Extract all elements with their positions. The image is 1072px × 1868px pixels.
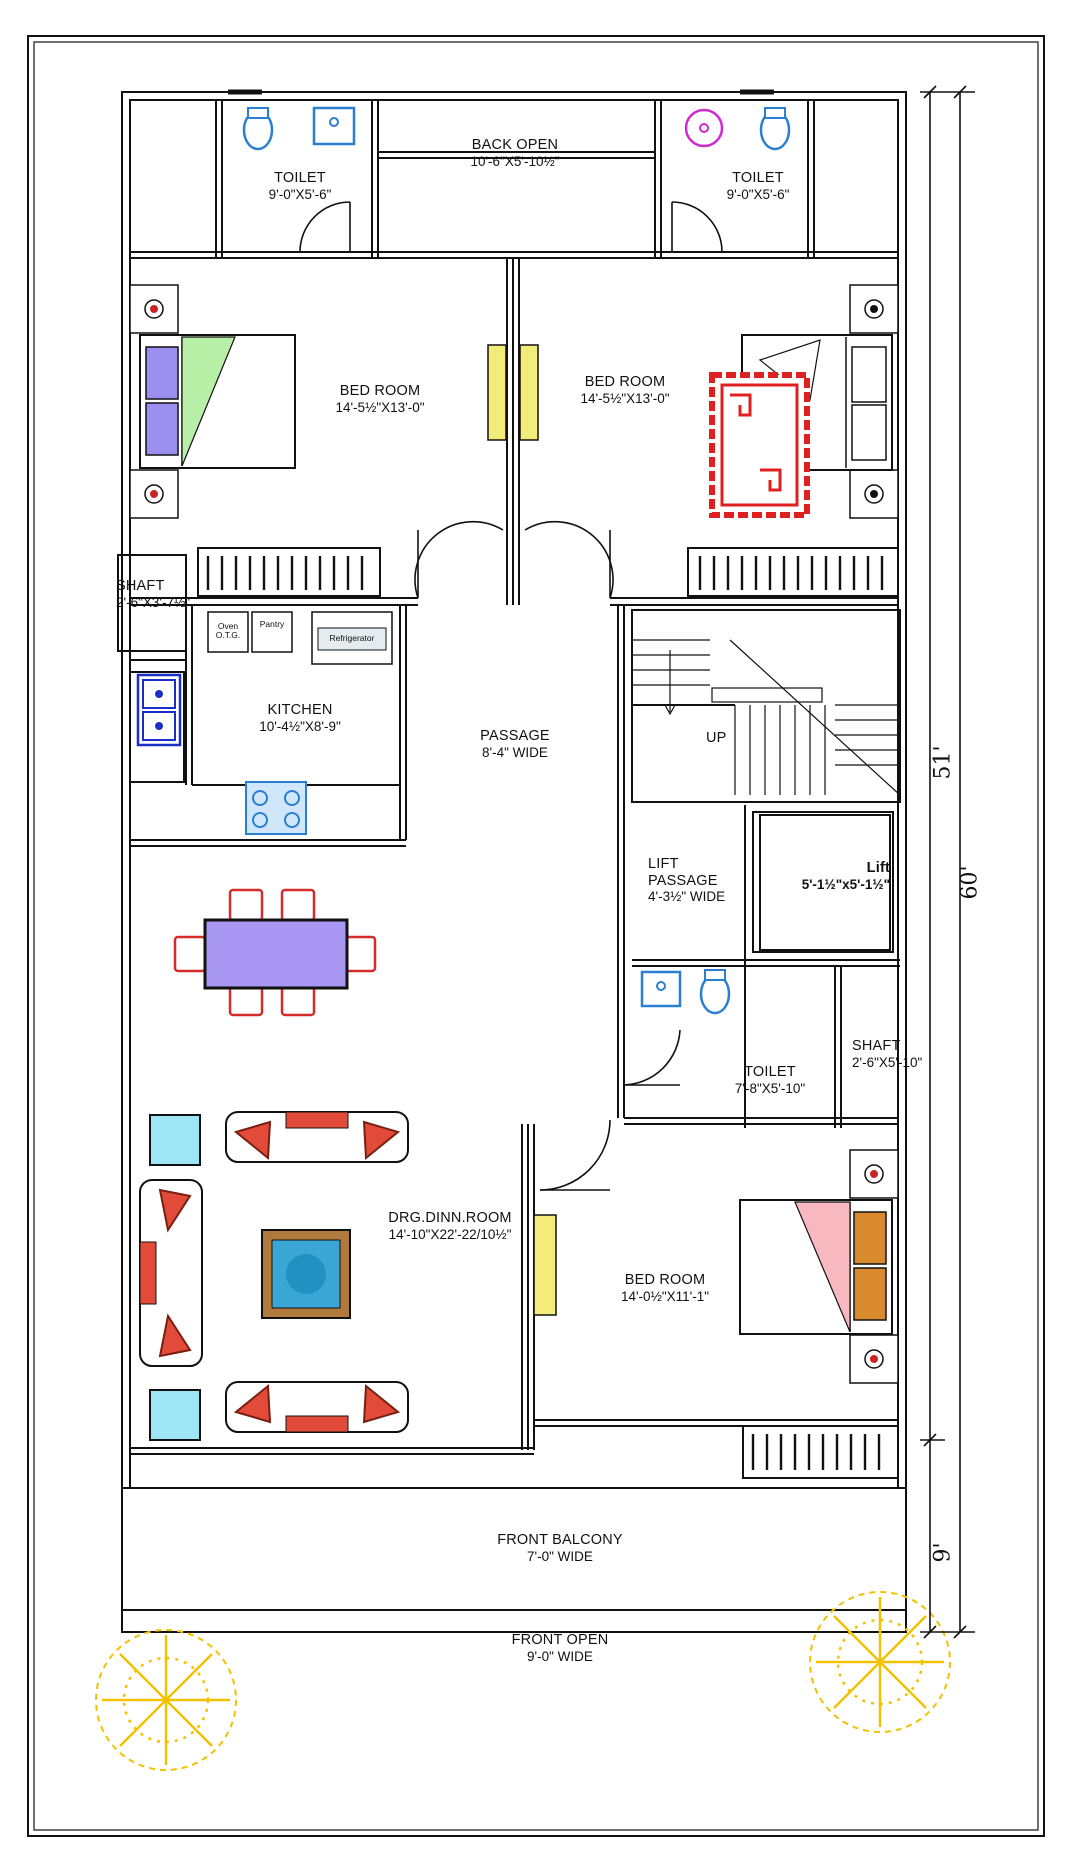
front-balcony-label: FRONT BALCONY 7'-0" WIDE	[480, 1532, 640, 1564]
pantry-label: Pantry	[259, 619, 285, 629]
front-open-label: FRONT OPEN 9'-0" WIDE	[480, 1632, 640, 1664]
room-dims: 2'-6"X3'-7½"	[116, 594, 191, 610]
bed-front	[739, 1149, 899, 1384]
dim-9: 9'	[930, 1542, 956, 1563]
room-dims: 14'-10"X22'-22/10½"	[388, 1226, 512, 1242]
room-title: BED ROOM	[339, 383, 421, 399]
stair-up-text: UP	[706, 730, 727, 746]
dim-60: 60'	[957, 865, 983, 900]
room-dims: 10'-4½"X8'-9"	[259, 718, 341, 734]
staircase	[632, 639, 901, 796]
room-title: KITCHEN	[267, 702, 333, 718]
room-title: PASSAGE	[480, 728, 550, 744]
room-dims: 14'-5½"X13'-0"	[335, 399, 425, 415]
room-dims: 9'-0" WIDE	[527, 1648, 593, 1664]
room-dims: 9'-0"X5'-6"	[268, 186, 332, 202]
refrigerator-label: Refrigerator	[329, 633, 375, 643]
shaft-right-label: SHAFT 2'-6"X5'-10"	[852, 1038, 922, 1070]
room-title: BED ROOM	[584, 374, 666, 390]
room-dims: 7'-8"X5'-10"	[734, 1080, 806, 1096]
bedroom-left-label: BED ROOM 14'-5½"X13'-0"	[305, 383, 455, 415]
room-dims: 2'-6"X5'-10"	[852, 1054, 923, 1070]
kitchen-label: KITCHEN 10'-4½"X8'-9"	[225, 702, 375, 734]
outer-frame	[27, 35, 1045, 1837]
dim-51: 51'	[930, 745, 956, 780]
room-dims: 5'-1½"x5'-1½"	[801, 876, 890, 892]
dining-set	[173, 888, 377, 1017]
lift-passage-label: LIFT PASSAGE 4'-3½" WIDE	[648, 856, 725, 905]
room-title: TOILET	[744, 1064, 796, 1080]
stair-up-label: UP	[706, 730, 727, 747]
room-dims: 14'-0½"X11'-1"	[620, 1288, 710, 1304]
room-dims: 9'-0"X5'-6"	[726, 186, 790, 202]
wardrobes	[197, 547, 899, 1479]
toilet-mid-label: TOILET 7'-8"X5'-10"	[700, 1064, 840, 1096]
room-title: DRG.DINN.ROOM	[388, 1210, 512, 1226]
room-dims: 10'-6"X5'-10½"	[470, 153, 560, 169]
room-dims: 4'-3½" WIDE	[648, 889, 726, 905]
toilet-fixtures	[242, 106, 791, 1015]
room-title: FRONT OPEN	[511, 1632, 609, 1648]
toilet-right-label: TOILET 9'-0"X5'-6"	[688, 170, 828, 202]
room-title: TOILET	[732, 170, 784, 186]
kitchen-fixtures	[136, 611, 393, 835]
drawing-dining-label: DRG.DINN.ROOM 14'-10"X22'-22/10½"	[355, 1210, 545, 1242]
room-title: FRONT BALCONY	[497, 1532, 623, 1548]
lift-label: Lift 5'-1½"x5'-1½"	[770, 860, 890, 892]
room-dims: 14'-5½"X13'-0"	[580, 390, 670, 406]
back-open-label: BACK OPEN 10'-6"X5'-10½"	[420, 137, 610, 169]
room-title: SHAFT	[852, 1038, 901, 1054]
shaft-left-label: SHAFT 2'-6"X3'-7½"	[116, 578, 190, 610]
dimension-lines	[920, 85, 975, 1639]
bedroom-right-label: BED ROOM 14'-5½"X13'-0"	[550, 374, 700, 406]
bedroom-front-label: BED ROOM 14'-0½"X11'-1"	[590, 1272, 740, 1304]
room-title: BACK OPEN	[471, 137, 559, 153]
room-title: Lift	[866, 860, 890, 876]
room-title: BED ROOM	[624, 1272, 706, 1288]
inner-frame	[33, 41, 1039, 1831]
lift-car	[759, 814, 891, 951]
bed-left	[129, 284, 296, 519]
sofa-set	[139, 1111, 409, 1441]
room-dims: 8'-4" WIDE	[482, 744, 548, 760]
oven-label: Oven O.T.G.	[215, 621, 241, 641]
toilet-left-label: TOILET 9'-0"X5'-6"	[230, 170, 370, 202]
sliding-doors	[487, 344, 557, 1316]
tree-left	[95, 1629, 237, 1771]
room-title: LIFT	[648, 856, 679, 872]
tree-right	[809, 1591, 951, 1733]
rug	[709, 372, 810, 518]
room-title-2: PASSAGE	[648, 872, 718, 889]
room-title: TOILET	[274, 170, 326, 186]
room-title: SHAFT	[116, 578, 165, 594]
room-dims: 7'-0" WIDE	[527, 1548, 593, 1564]
wall-lines	[117, 89, 907, 1633]
passage-label: PASSAGE 8'-4" WIDE	[445, 728, 585, 760]
door-swings	[299, 201, 723, 1191]
